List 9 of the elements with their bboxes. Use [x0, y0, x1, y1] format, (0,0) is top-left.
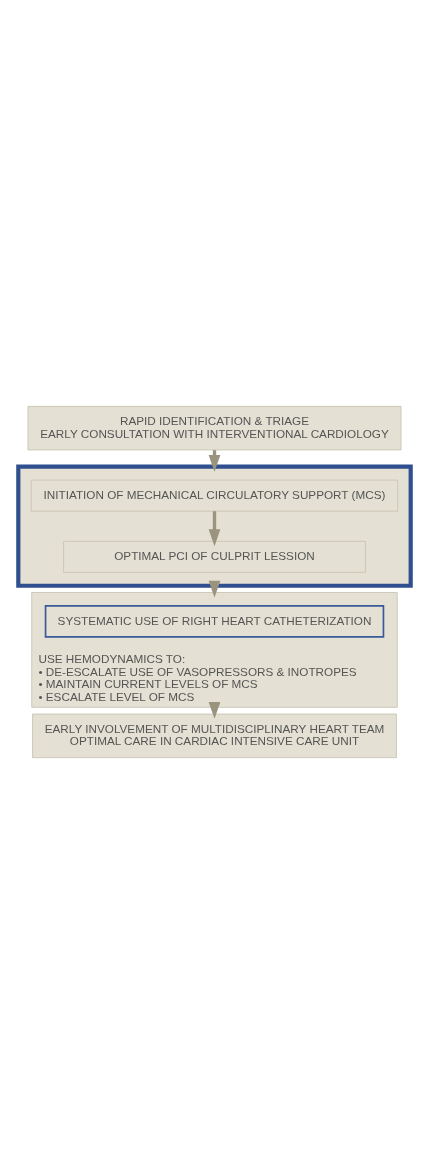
- arrow: [208, 701, 221, 719]
- node-box: OPTIMAL PCI OF CULPRIT LESSION: [63, 540, 366, 573]
- arrow: [208, 580, 221, 598]
- node-box: SYSTEMATIC USE OF RIGHT HEART CATHETERIZATION: [44, 605, 385, 638]
- arrow: [208, 511, 221, 547]
- cluster: [16, 464, 413, 588]
- node-box: EARLY INVOLVEMENT OF MULTIDISCIPLINARY HEART TEAM OPTIMAL CARE IN CARDIAC INTENSIVE CARE UNIT: [32, 713, 397, 759]
- node-box: INITIATION OF MECHANICAL CIRCULATORY SUPPORT (MCS): [30, 479, 399, 512]
- node-box: RAPID IDENTIFICATION & TRIAGE EARLY CONSULTATION WITH INTERVENTIONAL CARDIOLOGY: [27, 405, 402, 451]
